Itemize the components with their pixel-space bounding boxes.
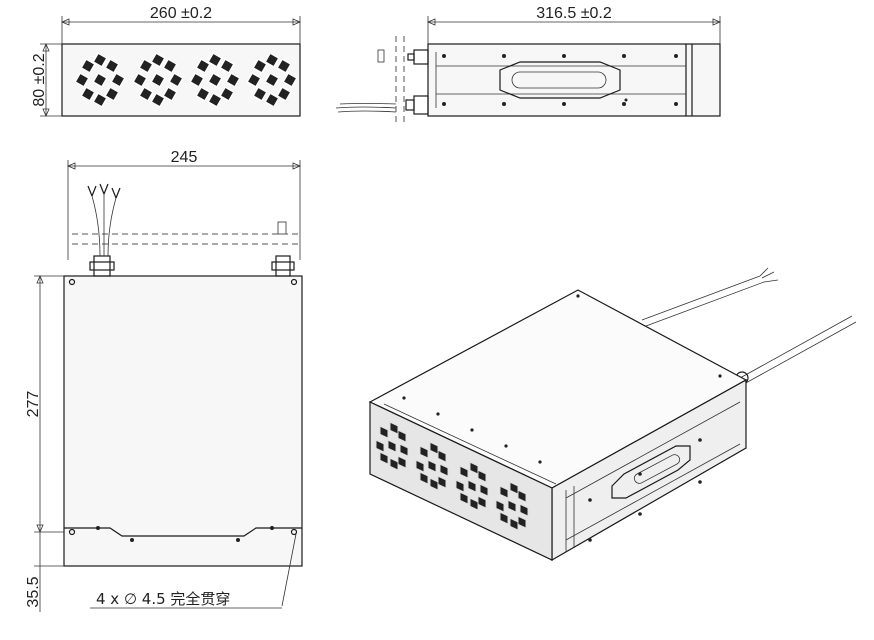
iso-fin-block: [499, 511, 509, 525]
fin-cluster: [74, 52, 126, 108]
fin-block: [162, 58, 178, 74]
fin-block: [110, 72, 126, 88]
iso-fin-block: [477, 469, 487, 483]
iso-fin-block: [467, 479, 477, 493]
fin-cluster: [189, 52, 241, 108]
iso-fin-block: [507, 499, 517, 513]
fin-block: [219, 86, 235, 102]
fin-block: [80, 58, 96, 74]
fin-block: [189, 72, 205, 88]
side-slot: [499, 61, 621, 99]
iso-fin-block: [387, 439, 397, 453]
side-length-label: 316.5 ±0.2: [536, 5, 612, 22]
hole-note-label: 4 x ∅ 4.5 完全贯穿: [96, 590, 230, 608]
front-view: 260 ±0.2 80 ±0.2: [31, 5, 302, 118]
iso-fin-block: [419, 471, 429, 485]
fin-block: [104, 58, 120, 74]
fin-block: [207, 72, 223, 88]
fin-block: [92, 52, 108, 68]
fin-block: [276, 86, 292, 102]
fin-block: [80, 86, 96, 102]
fin-block: [132, 72, 148, 88]
iso-fin-cluster: [495, 481, 529, 531]
side-view: 316.5 ±0.2: [335, 5, 722, 126]
fin-block: [207, 92, 223, 108]
iso-fin-block: [375, 439, 385, 453]
fin-block: [282, 72, 298, 88]
fin-block: [150, 72, 166, 88]
iso-fin-block: [519, 503, 529, 517]
iso-fin-block: [455, 479, 465, 493]
iso-fin-block: [469, 497, 479, 511]
fin-block: [92, 72, 108, 88]
iso-fin-block: [517, 515, 527, 529]
fin-block: [195, 86, 211, 102]
fin-cluster: [246, 52, 298, 108]
isometric-view: [368, 267, 857, 562]
plan-margin-label: 35.5: [25, 576, 42, 607]
iso-fin-block: [509, 517, 519, 531]
fin-block: [207, 52, 223, 68]
iso-fin-block: [399, 443, 409, 457]
fin-block: [150, 52, 166, 68]
fin-block: [195, 58, 211, 74]
front-height-label: 80 ±0.2: [31, 53, 48, 106]
fin-block: [168, 72, 184, 88]
iso-fin-block: [397, 455, 407, 469]
iso-side-slot: [611, 445, 691, 499]
iso-fin-block: [499, 485, 509, 499]
iso-fin-block: [437, 449, 447, 463]
fin-block: [264, 52, 280, 68]
iso-fin-block: [517, 489, 527, 503]
iso-fin-block: [389, 457, 399, 471]
fin-block: [104, 86, 120, 102]
fin-block: [264, 72, 280, 88]
side-panel-outline: [427, 43, 721, 117]
fin-block: [225, 72, 241, 88]
iso-fin-block: [429, 477, 439, 491]
iso-fin-block: [495, 499, 505, 513]
plan-view: 245 277 35.5 4 x ∅ 4.5 完全贯穿: [25, 149, 303, 612]
iso-fin-block: [427, 459, 437, 473]
fin-block: [252, 86, 268, 102]
iso-fin-cluster: [455, 461, 489, 511]
iso-fin-block: [459, 491, 469, 505]
fin-cluster: [132, 52, 184, 108]
iso-fin-block: [459, 465, 469, 479]
fin-block: [246, 72, 262, 88]
iso-fin-cluster: [375, 421, 409, 471]
fin-block: [92, 92, 108, 108]
iso-fin-block: [379, 425, 389, 439]
iso-fin-block: [397, 429, 407, 443]
iso-fin-block: [477, 495, 487, 509]
fin-block: [162, 86, 178, 102]
plan-width-label: 245: [171, 149, 198, 166]
iso-fin-block: [479, 483, 489, 497]
iso-fin-cluster: [415, 441, 449, 491]
iso-heatsink-fins: [375, 421, 529, 531]
iso-fin-block: [415, 459, 425, 473]
iso-fin-block: [437, 475, 447, 489]
fin-block: [276, 58, 292, 74]
plan-outline: [63, 275, 303, 567]
iso-fin-block: [419, 445, 429, 459]
fin-block: [264, 92, 280, 108]
fin-block: [138, 58, 154, 74]
fin-block: [219, 58, 235, 74]
fin-block: [150, 92, 166, 108]
front-width-label: 260 ±0.2: [150, 5, 212, 22]
fin-block: [252, 58, 268, 74]
iso-fin-block: [379, 451, 389, 465]
iso-fin-block: [439, 463, 449, 477]
fin-block: [138, 86, 154, 102]
plan-height-label: 277: [25, 391, 42, 418]
fin-block: [74, 72, 90, 88]
heatsink-fin-clusters: [74, 52, 298, 108]
